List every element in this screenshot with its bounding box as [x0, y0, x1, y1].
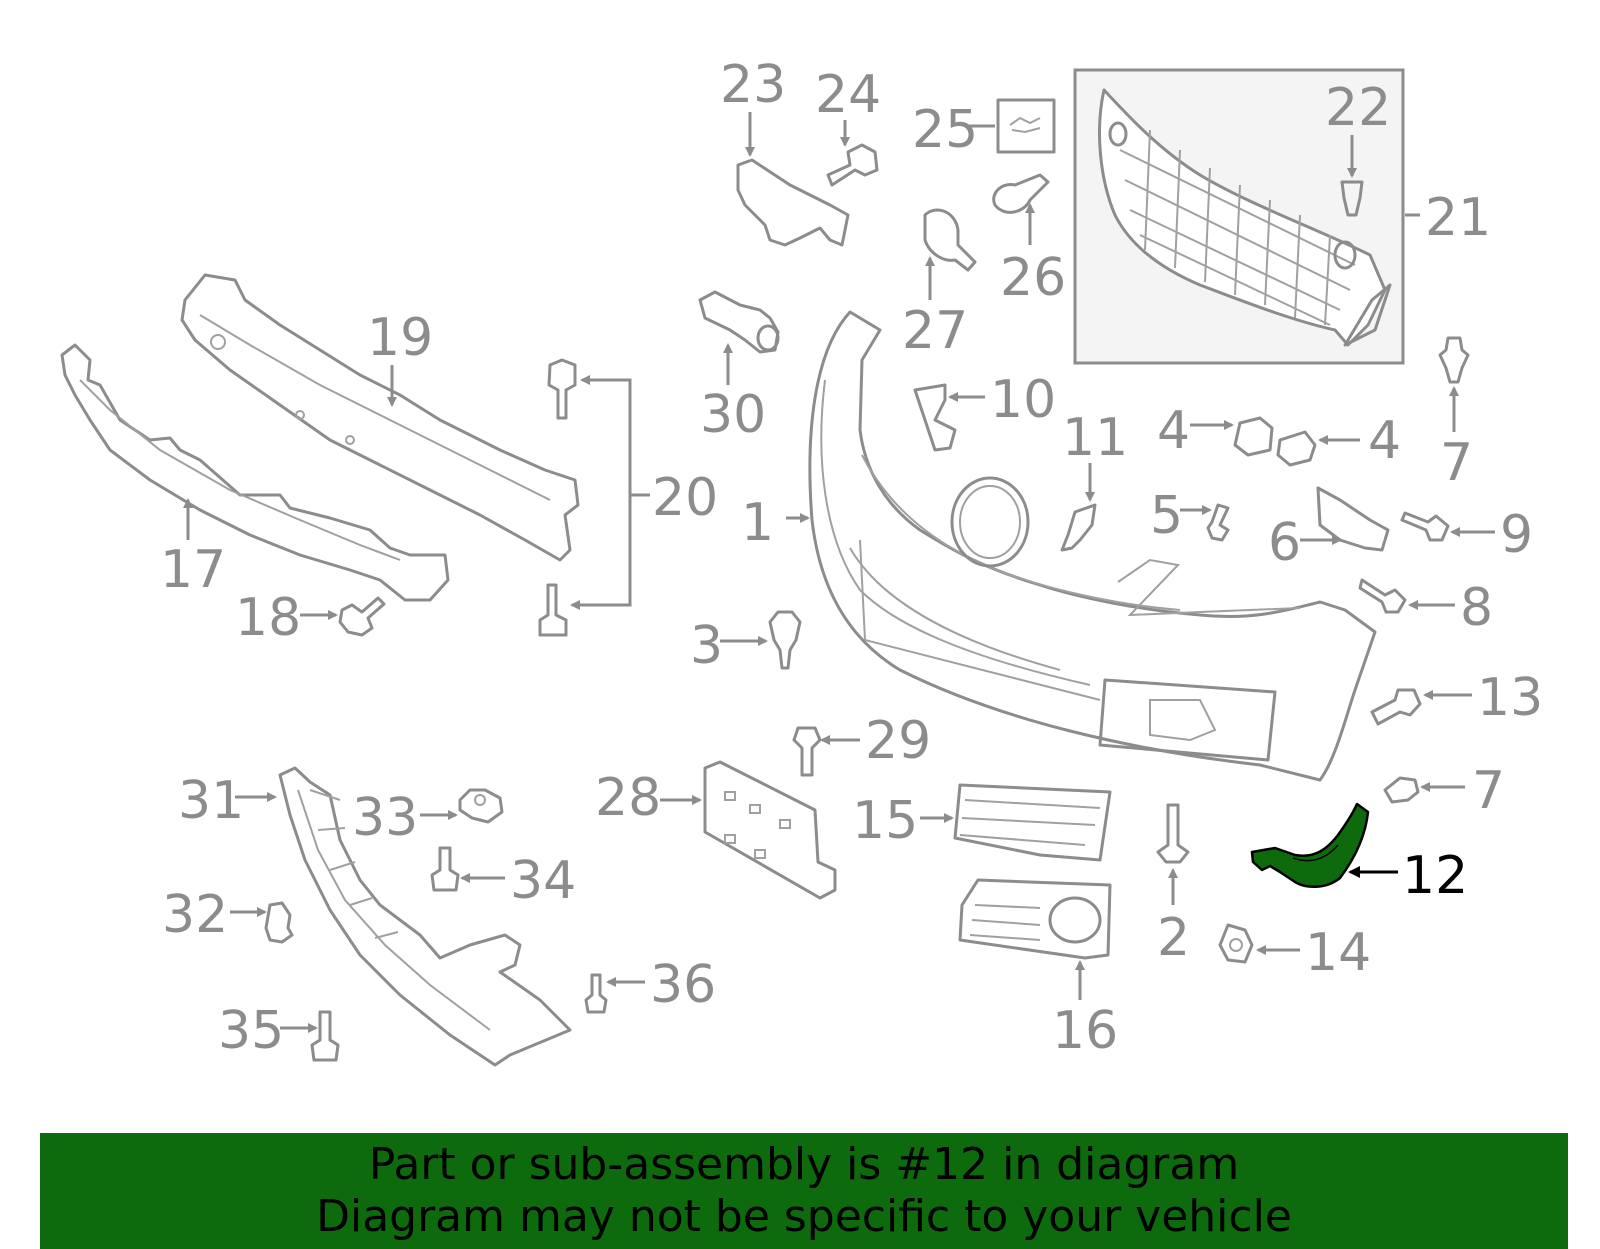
label-25: 25 [912, 100, 978, 160]
part-3-clip [768, 610, 802, 670]
label-16: 16 [1052, 1001, 1118, 1061]
part-4a-bracket [1233, 416, 1274, 457]
label-10: 10 [990, 370, 1056, 430]
label-28: 28 [595, 768, 661, 828]
label-5: 5 [1150, 486, 1183, 546]
banner-line-disclaimer: Diagram may not be specific to your vehi… [316, 1191, 1292, 1242]
label-2: 2 [1157, 908, 1190, 968]
part-18-clip [338, 596, 386, 637]
label-21: 21 [1425, 188, 1491, 248]
part-22-clip [1340, 180, 1364, 217]
label-3: 3 [690, 616, 723, 676]
part-34-bolt [430, 846, 460, 892]
part-28-license-bracket [703, 760, 837, 900]
part-31-absorber [278, 766, 572, 1067]
part-35-bolt [310, 1010, 340, 1062]
part-8-bolt [1358, 578, 1407, 614]
part-9-bolt [1400, 511, 1450, 542]
label-20: 20 [652, 468, 718, 528]
part-15-trim [953, 783, 1112, 862]
label-23: 23 [720, 55, 786, 115]
label-7a: 7 [1440, 433, 1473, 493]
part-16-fog-bezel [958, 878, 1112, 960]
part-17-absorber [60, 343, 450, 602]
label-6: 6 [1268, 513, 1301, 573]
part-30-sensor [698, 290, 780, 354]
part-20b-bolt [538, 583, 568, 637]
label-15: 15 [852, 791, 918, 851]
label-22: 22 [1325, 78, 1391, 138]
part-4b-bracket [1276, 430, 1317, 467]
label-4b: 4 [1368, 411, 1401, 471]
part-26-clip [992, 173, 1050, 214]
banner-line-part: Part or sub-assembly is #12 in diagram [368, 1139, 1240, 1190]
part-7b-clip [1383, 776, 1420, 804]
part-29-bolt [792, 726, 822, 777]
label-12-highlighted: 12 [1402, 846, 1468, 906]
label-31: 31 [178, 771, 244, 831]
label-30: 30 [700, 385, 766, 445]
label-17: 17 [160, 540, 226, 600]
part-10-bracket [913, 383, 957, 452]
label-4a: 4 [1157, 401, 1190, 461]
label-35: 35 [218, 1001, 284, 1061]
label-33: 33 [352, 788, 418, 848]
label-1: 1 [741, 493, 774, 553]
part-20a-bolt [547, 358, 577, 420]
part-14-nut [1218, 923, 1254, 964]
label-27: 27 [902, 301, 968, 361]
part-12-bracket-highlighted [1250, 802, 1370, 888]
part-24-bolt [826, 143, 879, 187]
label-32: 32 [162, 885, 228, 945]
part-5-bolt [1206, 503, 1230, 542]
part-27-cover [923, 208, 977, 272]
part-7a-clip [1438, 336, 1470, 384]
part-25-label [996, 98, 1056, 154]
label-34: 34 [510, 851, 576, 911]
label-29: 29 [865, 711, 931, 771]
part-21-grille [1098, 88, 1387, 347]
part-11-bracket [1060, 503, 1097, 552]
footer-banner: Part or sub-assembly is #12 in diagram D… [40, 1133, 1568, 1249]
label-19: 19 [367, 308, 433, 368]
part-23-bracket [736, 158, 850, 247]
part-32-clip [264, 901, 294, 944]
label-8: 8 [1460, 578, 1493, 638]
label-11: 11 [1062, 408, 1128, 468]
part-33-nut [458, 788, 504, 824]
part-19-reinforcement [180, 273, 580, 562]
part-13-bolt [1370, 688, 1422, 726]
label-7b: 7 [1472, 761, 1505, 821]
part-1-bumper-cover [808, 310, 1377, 782]
label-14: 14 [1305, 923, 1371, 983]
part-2-bolt [1156, 803, 1190, 864]
part-36-bolt [584, 973, 608, 1014]
label-26: 26 [1000, 248, 1066, 308]
part-6-bracket [1316, 486, 1390, 552]
label-18: 18 [235, 588, 301, 648]
label-13: 13 [1477, 668, 1543, 728]
label-24: 24 [815, 65, 881, 125]
label-9: 9 [1500, 505, 1533, 565]
label-36: 36 [650, 955, 716, 1015]
